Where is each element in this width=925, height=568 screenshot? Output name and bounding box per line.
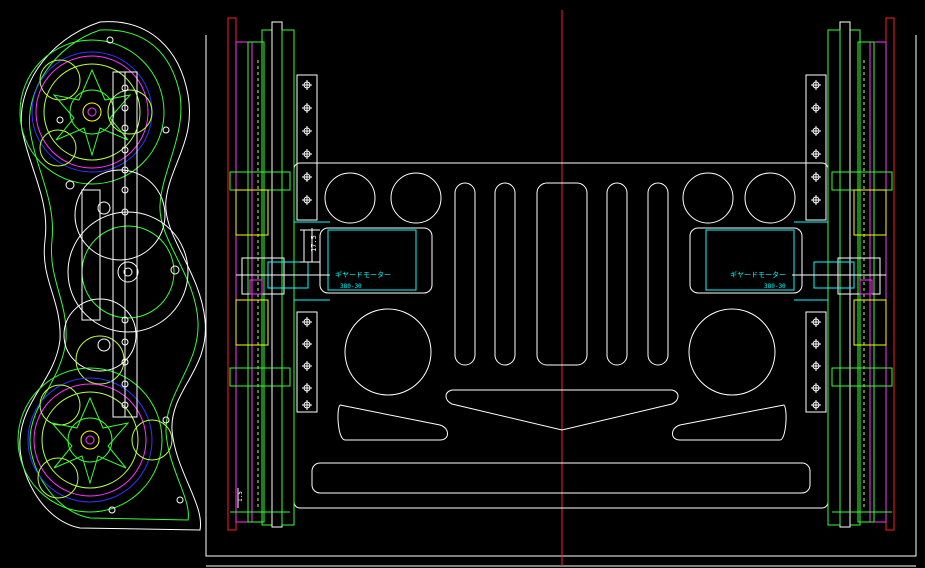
side-plate-inner — [28, 29, 199, 521]
side-view-assembly — [17, 21, 206, 531]
left-track-stack — [227, 17, 295, 531]
right-geared-motor — [689, 221, 886, 301]
dimension-small-label: 1.5 — [237, 491, 244, 502]
right-track-stack — [827, 17, 895, 531]
top-wheel — [19, 39, 165, 185]
side-plate-outline — [19, 21, 206, 531]
outer-frame — [205, 35, 917, 557]
mount-plate-right-bottom — [805, 311, 827, 413]
left-geared-motor — [236, 221, 433, 301]
dimension-marks — [237, 229, 320, 508]
chassis-cutouts — [311, 172, 811, 494]
motor-right-model: 380-30 — [764, 283, 786, 290]
dimension-vertical-label: 17.5 — [310, 235, 318, 252]
motor-left-model: 380-30 — [340, 283, 362, 290]
chassis-plate — [293, 162, 829, 509]
mount-plate-left-bottom — [296, 311, 318, 413]
motor-right-name: ギヤードモーター — [730, 270, 786, 279]
mount-plate-left-top — [296, 74, 318, 221]
front-view-assembly — [205, 10, 917, 567]
idler-pulleys — [63, 169, 189, 385]
side-frame-holes — [56, 36, 184, 514]
bottom-wheel — [17, 367, 173, 513]
side-frame-bar — [81, 71, 138, 418]
mount-holes — [302, 80, 821, 410]
mount-plate-right-top — [805, 74, 827, 221]
annotation-labels: ギヤードモーター 380-30 ギヤードモーター 380-30 17.5 1.5 — [237, 235, 786, 502]
motor-left-name: ギヤードモーター — [335, 270, 391, 279]
